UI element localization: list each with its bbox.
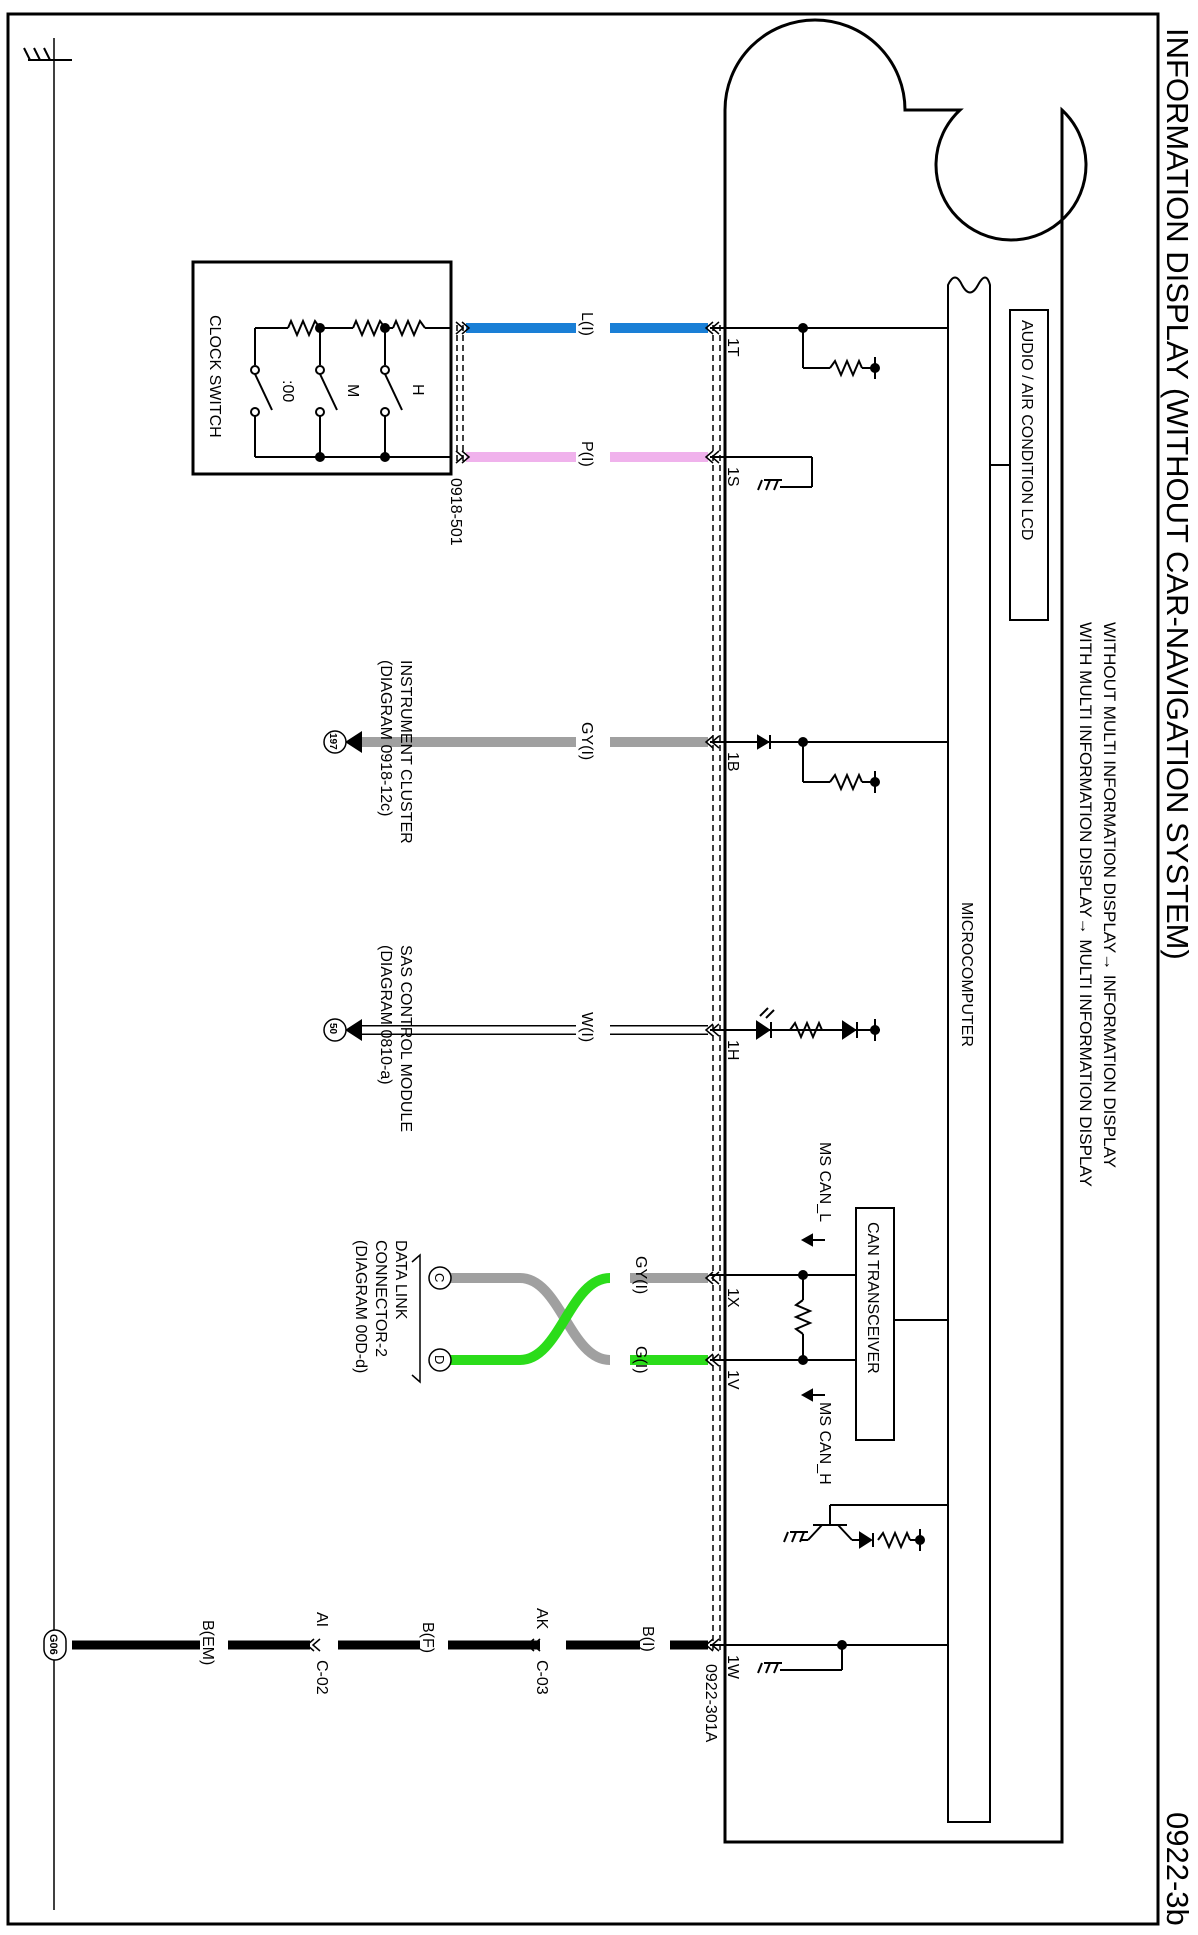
pin-1H: 1H — [724, 1040, 741, 1060]
dlc-label-2: CONNECTOR-2 — [372, 1240, 389, 1357]
internal-circuits — [710, 323, 948, 1674]
clock-switch-label: CLOCK SWITCH — [206, 315, 223, 438]
wire-label-g: G(I) — [632, 1346, 649, 1374]
page-frame — [6, 12, 1160, 1926]
sas-number-circle — [323, 1018, 347, 1042]
dlc-label-3: (DIAGRAM 00D-d) — [352, 1240, 369, 1373]
clock-switch-h: H — [409, 384, 426, 396]
wire-label-gy2: GY(I) — [632, 1256, 649, 1294]
sas-name: SAS CONTROL MODULE — [397, 945, 414, 1132]
wire-label-bf: B(F) — [419, 1622, 436, 1653]
ic-ref: (DIAGRAM 0918-12c) — [377, 660, 394, 817]
pin-1S: 1S — [724, 467, 741, 487]
harness-shield — [456, 325, 721, 1650]
sas-ref: (DIAGRAM 0810-a) — [377, 945, 394, 1085]
pin-1V: 1V — [724, 1370, 741, 1390]
ms-can-l-label: MS CAN_L — [816, 1142, 833, 1222]
wire-label-b1: B(I) — [639, 1626, 656, 1652]
dlc-c-letter: C — [432, 1273, 447, 1282]
can-transceiver-label: CAN TRANSCEIVER — [864, 1222, 881, 1374]
labels: INFORMATION DISPLAY (WITHOUT CAR-NAVIGAT… — [47, 28, 1195, 1926]
ground-g06-oval — [43, 1629, 67, 1661]
wire-label-gy1: GY(I) — [578, 722, 595, 760]
ground-g06-label: G06 — [47, 1634, 59, 1655]
ic-number-circle — [323, 730, 347, 754]
wire-label-ai: AI — [313, 1612, 330, 1627]
dlc-d-circle — [428, 1348, 452, 1372]
clock-switch-zero: :00 — [279, 380, 296, 402]
connector-chevrons — [305, 321, 720, 1652]
pin-1B: 1B — [724, 752, 741, 772]
page-number: 0922-3b — [1160, 1812, 1195, 1926]
dlc-bracket — [411, 1253, 421, 1384]
audio-lcd-label: AUDIO / AIR CONDITION LCD — [1018, 320, 1035, 540]
microcomputer-label: MICROCOMPUTER — [958, 902, 975, 1047]
connector-label-0922-301A: 0922-301A — [702, 1664, 719, 1743]
note-line-1: WITHOUT MULTI INFORMATION DISPLAY→ INFOR… — [1100, 622, 1119, 1168]
clock-switch-m: M — [344, 384, 361, 397]
ic-name: INSTRUMENT CLUSTER — [397, 660, 414, 844]
ms-can-h-label: MS CAN_H — [816, 1402, 833, 1485]
microcomputer-box — [947, 276, 991, 1823]
wires — [72, 323, 708, 1650]
wire-label-bem: B(EM) — [199, 1620, 216, 1665]
connector-label-0918-501: 0918-501 — [447, 478, 464, 546]
wire-label-ak: AK — [533, 1608, 550, 1630]
chassis-ground-icon — [23, 47, 72, 61]
clock-switch-box — [191, 260, 453, 476]
pin-1W: 1W — [724, 1655, 741, 1680]
ic-arrow — [345, 731, 362, 753]
pin-1X: 1X — [724, 1288, 741, 1308]
clock-switch-circuit — [250, 318, 451, 462]
unit-outline — [723, 18, 1088, 1844]
pin-1T: 1T — [724, 338, 741, 357]
wire-label-w: W(I) — [578, 1012, 595, 1042]
wire-label-c03: C-03 — [533, 1660, 550, 1695]
sas-arrow — [345, 1019, 362, 1041]
wire-label-p: P(I) — [578, 441, 595, 467]
wire-label-l: L(I) — [578, 312, 595, 336]
wire-label-c02: C-02 — [313, 1660, 330, 1695]
dlc-d-letter: D — [432, 1355, 447, 1364]
dlc-label-1: DATA LINK — [392, 1240, 409, 1320]
dlc-c-circle — [428, 1266, 452, 1290]
sas-number: 50 — [327, 1023, 338, 1035]
note-line-2: WITH MULTI INFORMATION DISPLAY→ MULTI IN… — [1076, 622, 1095, 1187]
can-transceiver-box — [855, 1207, 895, 1441]
ic-number: 197 — [327, 733, 338, 750]
page-title: INFORMATION DISPLAY (WITHOUT CAR-NAVIGAT… — [1160, 28, 1195, 960]
